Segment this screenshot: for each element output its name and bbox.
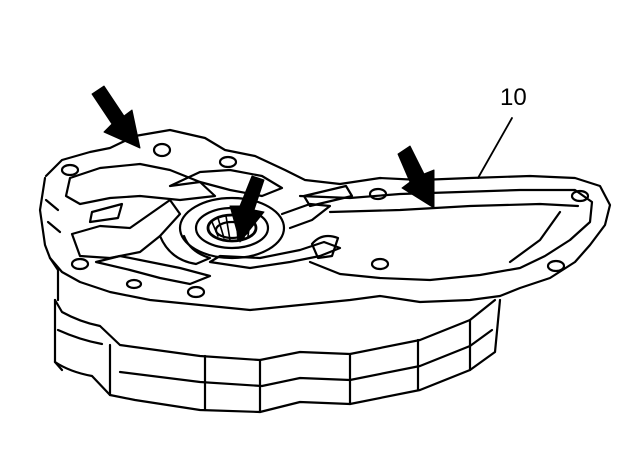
callout-label-10: 10 [500,84,527,111]
center-notch [310,234,340,260]
plate-outline [44,128,612,312]
right-slot [302,184,354,208]
bore-side-channel-right [280,202,332,230]
bolt-hole [370,257,390,271]
bolt-holes [60,142,590,299]
bolt-hole [218,155,238,169]
bolt-hole [60,163,80,177]
bolt-hole [546,259,566,273]
arrow-right [397,145,435,209]
plate-side-wall [38,176,60,302]
left-recess-slot [88,202,124,224]
housing-bottom-layer [53,298,502,414]
left-channel [70,198,182,260]
callout-leader-line [477,117,513,179]
bolt-hole [368,187,388,201]
arrow-center [229,175,265,243]
arrow-left [91,85,141,149]
housing-seam-line [53,318,472,414]
housing-middle-layer [53,298,497,362]
lower-center-slot [208,240,342,270]
plate-inner-channel-edge [328,202,580,264]
left-lower-channel [94,254,212,286]
left-recess [64,162,217,206]
bore-outer [178,196,286,260]
plate-side-wall-inner [44,198,62,234]
bolt-hole [186,285,206,299]
bolt-hole [70,257,90,271]
bolt-hole [570,189,590,203]
bolt-hole [152,142,172,158]
housing-lower-seam [56,328,494,388]
bore-side-channel-left [158,234,212,266]
upper-web [168,168,284,198]
bolt-hole [125,278,143,290]
